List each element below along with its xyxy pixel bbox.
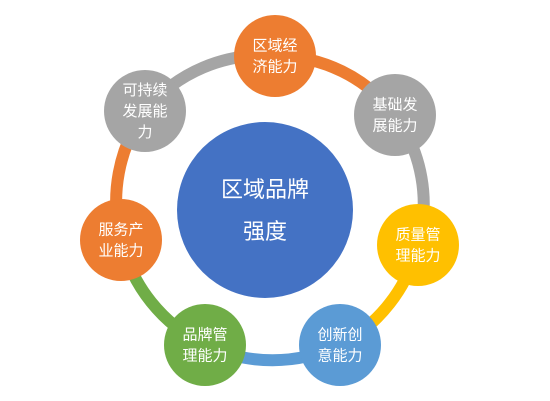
node-regional-economy: 区域经济能力 [234, 15, 316, 97]
node-label-line: 意能力 [317, 347, 362, 365]
node-label-line: 创新创 [317, 326, 362, 344]
center-label-line: 区域品牌 [221, 178, 309, 203]
node-circle-infrastructure [354, 74, 436, 156]
center-node: 区域品牌强度 [177, 122, 353, 298]
node-label-line: 质量管 [395, 226, 440, 244]
node-label-line: 理能力 [182, 347, 227, 365]
center-circle [177, 122, 353, 298]
node-label-line: 服务产 [98, 221, 143, 239]
node-circle-innovation [299, 304, 381, 386]
node-circle-service-industry [80, 199, 162, 281]
node-label-line: 品牌管 [182, 326, 227, 344]
node-label-line: 基础发 [372, 96, 417, 114]
node-innovation: 创新创意能力 [299, 304, 381, 386]
node-label-quality-management: 质量管理能力 [395, 226, 440, 265]
node-label-line: 发展能 [122, 102, 167, 120]
node-sustainable-development: 可持续发展能力 [104, 70, 186, 152]
center-label-line: 强度 [243, 220, 287, 245]
node-label-infrastructure: 基础发展能力 [372, 96, 417, 135]
node-circle-regional-economy [234, 15, 316, 97]
node-circle-brand-management [164, 304, 246, 386]
node-circle-sustainable-development [104, 70, 186, 152]
node-label-line: 展能力 [372, 117, 417, 135]
node-label-innovation: 创新创意能力 [317, 326, 362, 365]
node-quality-management: 质量管理能力 [377, 204, 459, 286]
node-brand-management: 品牌管理能力 [164, 304, 246, 386]
node-label-line: 业能力 [98, 242, 143, 260]
node-label-brand-management: 品牌管理能力 [182, 326, 227, 365]
node-label-line: 力 [137, 123, 152, 141]
node-circle-quality-management [377, 204, 459, 286]
node-label-line: 可持续 [122, 81, 167, 99]
node-infrastructure: 基础发展能力 [354, 74, 436, 156]
node-label-line: 济能力 [252, 58, 297, 76]
outer-nodes: 区域经济能力基础发展能力质量管理能力创新创意能力品牌管理能力服务产业能力可持续发… [80, 15, 459, 386]
node-label-sustainable-development: 可持续发展能力 [122, 81, 167, 141]
node-label-line: 区域经 [252, 37, 297, 55]
center-label: 区域品牌强度 [221, 178, 309, 245]
node-label-regional-economy: 区域经济能力 [252, 37, 297, 76]
node-service-industry: 服务产业能力 [80, 199, 162, 281]
node-label-service-industry: 服务产业能力 [98, 221, 143, 260]
node-label-line: 理能力 [395, 247, 440, 265]
